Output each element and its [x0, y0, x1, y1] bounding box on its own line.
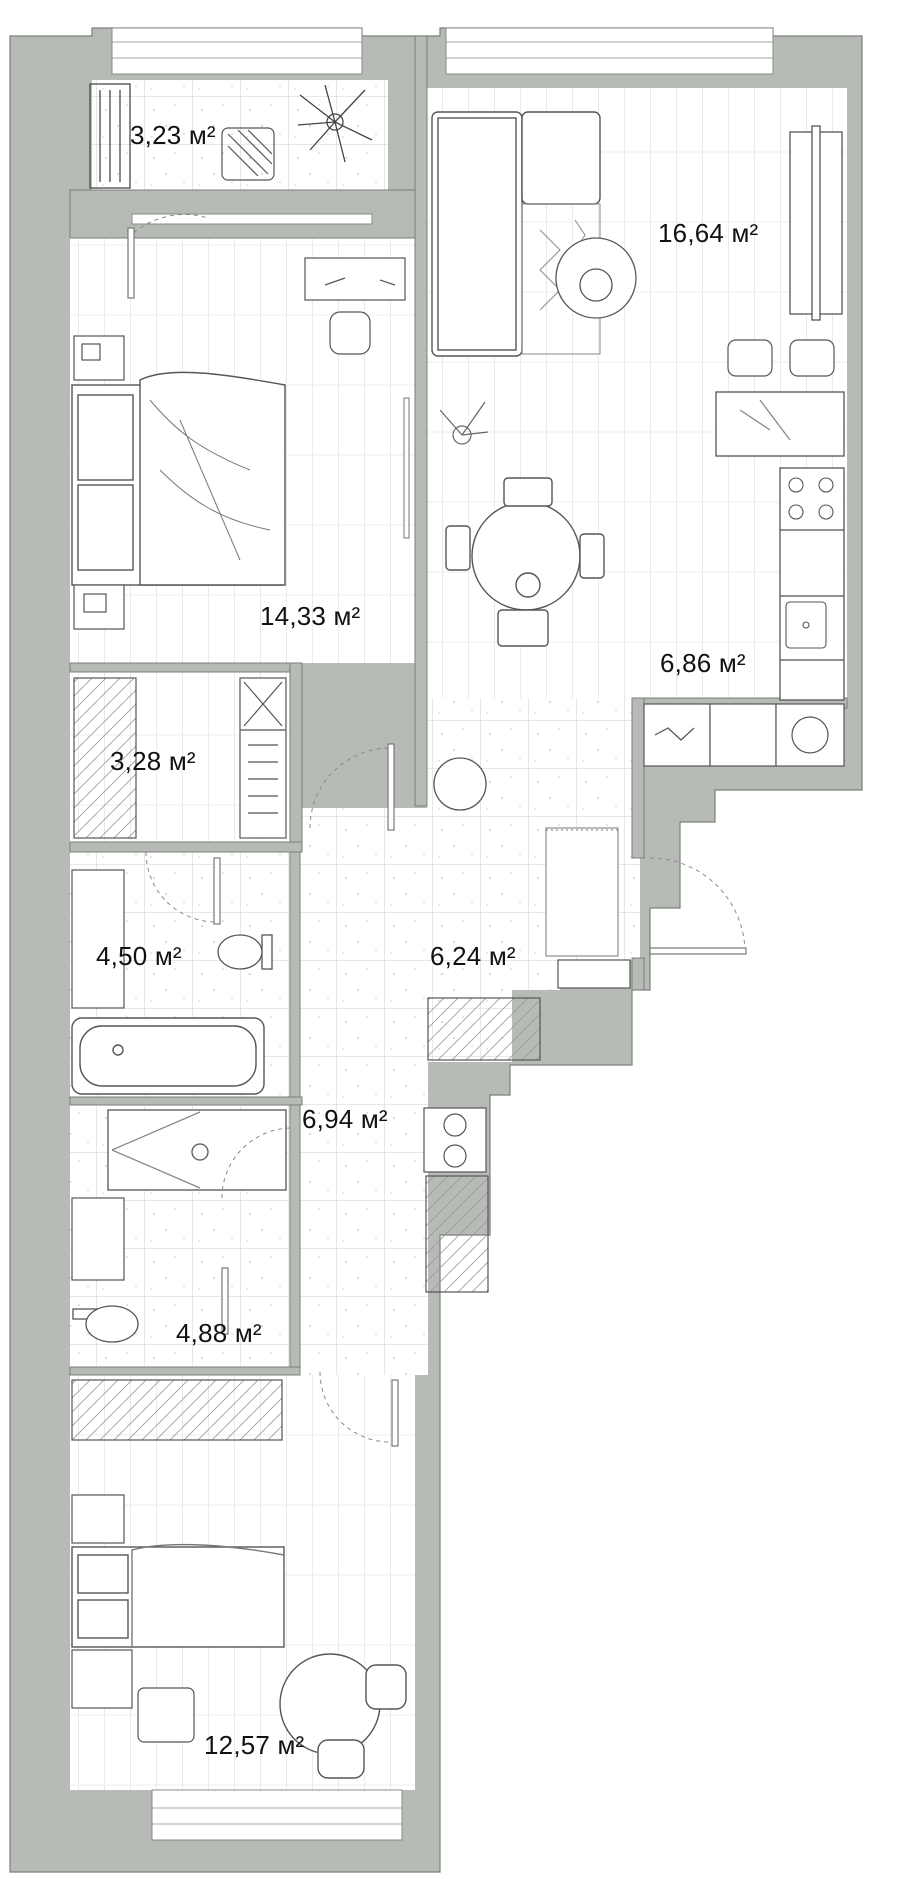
hall-wardrobe-upper — [427, 997, 541, 1061]
bar-stools — [727, 339, 835, 377]
wall-bath2-right — [289, 1104, 301, 1368]
bathroom-1-toilet — [217, 934, 273, 970]
bottom-window-sill — [151, 1789, 403, 1841]
wall-hall-right — [631, 697, 645, 859]
area-label-corridor: 6,94 м² — [302, 1104, 388, 1134]
window-balcony-door — [131, 213, 373, 225]
kitchen-counter — [779, 467, 845, 701]
wall-bath1-top — [69, 841, 303, 853]
shoe-cabinet — [557, 959, 631, 989]
hall-wardrobe-lower — [425, 1175, 489, 1293]
bedroom-2-table — [279, 1653, 407, 1779]
shower-tray — [107, 1109, 287, 1191]
bedroom-2-wardrobe — [71, 1379, 283, 1441]
balcony-plant — [297, 84, 373, 163]
bedroom-2-bed — [71, 1543, 285, 1648]
wall-wardrobe-right — [289, 662, 303, 844]
wall-wardrobe-top — [69, 662, 303, 673]
bathroom-2-toilet — [72, 1305, 139, 1343]
door-swings — [127, 214, 746, 1443]
wall-living-divider — [414, 35, 428, 807]
washer — [423, 1107, 487, 1173]
area-label-living-room: 16,64 м² — [658, 218, 759, 248]
coffee-table — [555, 237, 637, 319]
bedroom-1-nightstand-bottom — [73, 584, 125, 630]
tv-console — [789, 125, 843, 321]
area-label-balcony: 3,23 м² — [130, 120, 216, 150]
kitchen-lower-cabinets — [643, 703, 845, 767]
window-living — [445, 27, 774, 75]
bedroom-1-chair — [329, 311, 371, 355]
bedroom-1-bed — [71, 371, 286, 586]
bedroom-2-nightstand — [71, 1494, 125, 1544]
window-balcony — [111, 27, 363, 75]
cooktop — [788, 477, 834, 520]
bedroom-2-desk-chair — [137, 1687, 195, 1743]
entry-mat — [545, 827, 619, 957]
door-leaves — [127, 227, 747, 1447]
balcony-chair — [221, 127, 275, 181]
wardrobe-right — [239, 677, 287, 839]
sofa — [431, 111, 601, 357]
area-label-bedroom-2: 12,57 м² — [204, 1730, 305, 1760]
area-label-wardrobe: 3,28 м² — [110, 746, 196, 776]
bathroom-1-cabinet — [71, 869, 125, 1009]
kitchen-island — [715, 391, 845, 457]
bedroom-1-desk — [304, 257, 406, 301]
wall-bath-divider — [69, 1096, 303, 1106]
floor-lamp — [439, 401, 489, 445]
balcony-radiator — [89, 83, 131, 189]
bathtub — [71, 1017, 265, 1095]
bedroom-1-door-leaf — [403, 397, 410, 539]
bathroom-2-vanity — [71, 1197, 125, 1281]
area-label-bedroom-1: 14,33 м² — [260, 601, 361, 631]
area-label-bathroom-2: 4,88 м² — [176, 1318, 262, 1348]
kitchen-sink — [785, 601, 827, 649]
wardrobe-left — [73, 677, 137, 839]
wall-bedroom2-top — [69, 1366, 301, 1376]
dining-table — [445, 477, 605, 647]
bedroom-2-armchair — [71, 1649, 133, 1709]
area-label-bathroom-1: 4,50 м² — [96, 941, 182, 971]
area-label-entrance-hall: 6,24 м² — [430, 941, 516, 971]
wall-hall-right-lower — [631, 957, 645, 991]
bedroom-1-nightstand-top — [73, 335, 125, 381]
wall-bath1-right — [289, 851, 301, 1098]
hall-pouf — [433, 757, 487, 811]
area-label-kitchen: 6,86 м² — [660, 648, 746, 678]
